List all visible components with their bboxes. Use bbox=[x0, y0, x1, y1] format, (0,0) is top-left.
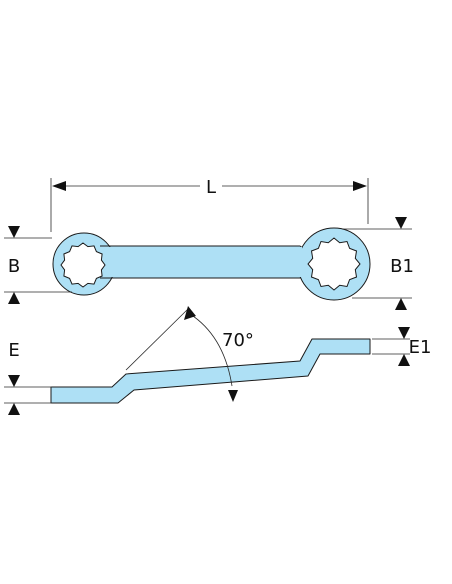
wrench-top-view bbox=[52, 227, 371, 301]
label-width-right: B1 bbox=[390, 256, 414, 277]
label-length: L bbox=[206, 177, 216, 198]
dimension-width-left: B bbox=[4, 226, 72, 304]
arrow-up-icon bbox=[8, 403, 20, 415]
left-ring-opening-icon bbox=[60, 242, 106, 288]
dimension-width-right: B1 bbox=[342, 217, 414, 310]
label-offset-right: E1 bbox=[409, 337, 432, 358]
arrow-down-icon bbox=[8, 375, 20, 387]
dimension-angle: 70° bbox=[125, 306, 254, 402]
dimension-offset-left: E bbox=[4, 340, 52, 415]
label-width-left: B bbox=[8, 256, 20, 277]
right-ring-opening-icon bbox=[307, 237, 361, 291]
wrench-profile bbox=[50, 338, 371, 404]
arrow-down-icon bbox=[398, 327, 410, 339]
dimension-length: L bbox=[50, 177, 369, 232]
arrow-angle-bottom-icon bbox=[228, 390, 238, 402]
arrow-down-icon bbox=[395, 217, 407, 229]
label-angle: 70° bbox=[222, 330, 254, 351]
arrow-up-icon bbox=[395, 298, 407, 310]
label-offset-left: E bbox=[8, 340, 19, 361]
wrench-side-view bbox=[50, 338, 371, 404]
arrow-up-icon bbox=[8, 292, 20, 304]
arrow-down-icon bbox=[8, 226, 20, 238]
arrow-up-icon bbox=[398, 354, 410, 366]
arrow-angle-top-icon bbox=[184, 306, 196, 320]
arrow-right-icon bbox=[353, 181, 367, 191]
dimension-offset-right: E1 bbox=[372, 327, 431, 366]
arrow-left-icon bbox=[52, 181, 66, 191]
